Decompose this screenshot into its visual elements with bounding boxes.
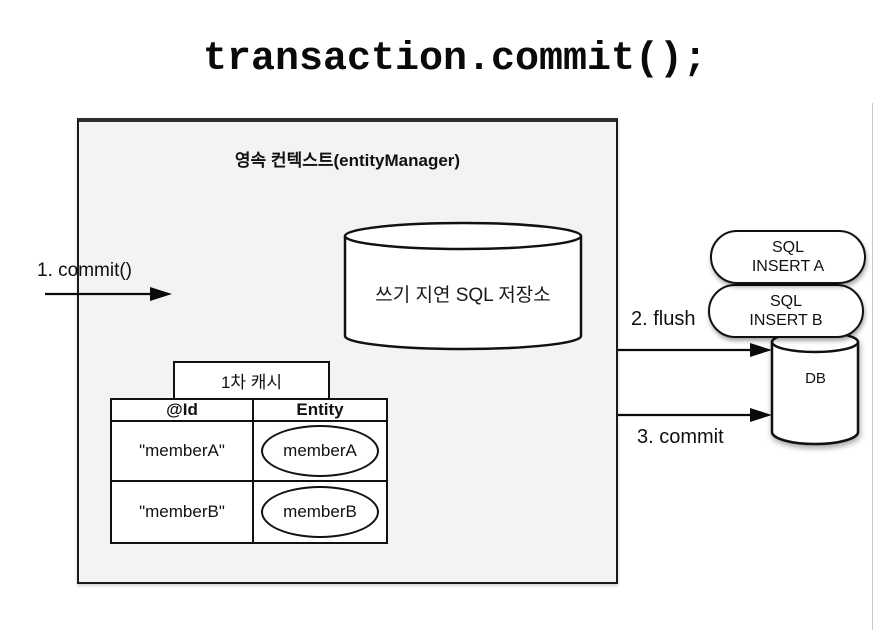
entity-ellipse-memberB: memberB: [261, 486, 379, 538]
sql-insert-a-line1: SQL: [771, 238, 804, 256]
cell-id-memberA: "memberA": [112, 422, 254, 482]
write-behind-sql-store-label: 쓰기 지연 SQL 저장소: [375, 285, 551, 306]
sql-insert-b-line1: SQL: [769, 292, 802, 310]
persistence-context-label: 영속 컨텍스트(entityManager): [234, 151, 461, 170]
table-header-id: @Id: [112, 400, 254, 422]
page-title: transaction.commit();: [202, 37, 708, 82]
table-row: "memberA" memberA: [112, 422, 386, 482]
entity-ellipse-memberA: memberA: [261, 425, 379, 477]
page-edge-line: [872, 103, 873, 630]
cylinder-shape: [343, 221, 583, 351]
sql-insert-b-pill: SQL INSERT B: [708, 284, 864, 338]
first-level-cache-table: @Id Entity "memberA" memberA "memberB" m…: [110, 398, 388, 544]
table-header-row: @Id Entity: [112, 400, 386, 422]
first-level-cache-label: 1차 캐시: [220, 373, 283, 392]
flush-arrow: [618, 343, 772, 357]
commit3-arrow: [618, 408, 772, 422]
commit3-arrow-label: 3. commit: [637, 426, 724, 448]
db-label: DB: [805, 370, 826, 387]
write-behind-sql-store: 쓰기 지연 SQL 저장소: [343, 220, 583, 352]
sql-insert-a-line2: INSERT A: [751, 258, 825, 275]
table-header-entity: Entity: [254, 400, 386, 422]
cell-id-memberB: "memberB": [112, 482, 254, 542]
cell-entity-memberA: memberA: [254, 422, 386, 482]
sql-insert-a-pill: SQL INSERT A: [710, 230, 866, 284]
sql-insert-b-line2: INSERT B: [749, 312, 823, 329]
cell-entity-memberB: memberB: [254, 482, 386, 542]
flush-arrow-label: 2. flush: [631, 308, 696, 330]
first-level-cache-label-box: 1차 캐시: [173, 361, 330, 400]
db-cylinder: DB: [770, 330, 861, 448]
db-cylinder-shape: [770, 330, 860, 446]
table-row: "memberB" memberB: [112, 482, 386, 542]
commit1-arrow-label: 1. commit(): [37, 260, 132, 281]
